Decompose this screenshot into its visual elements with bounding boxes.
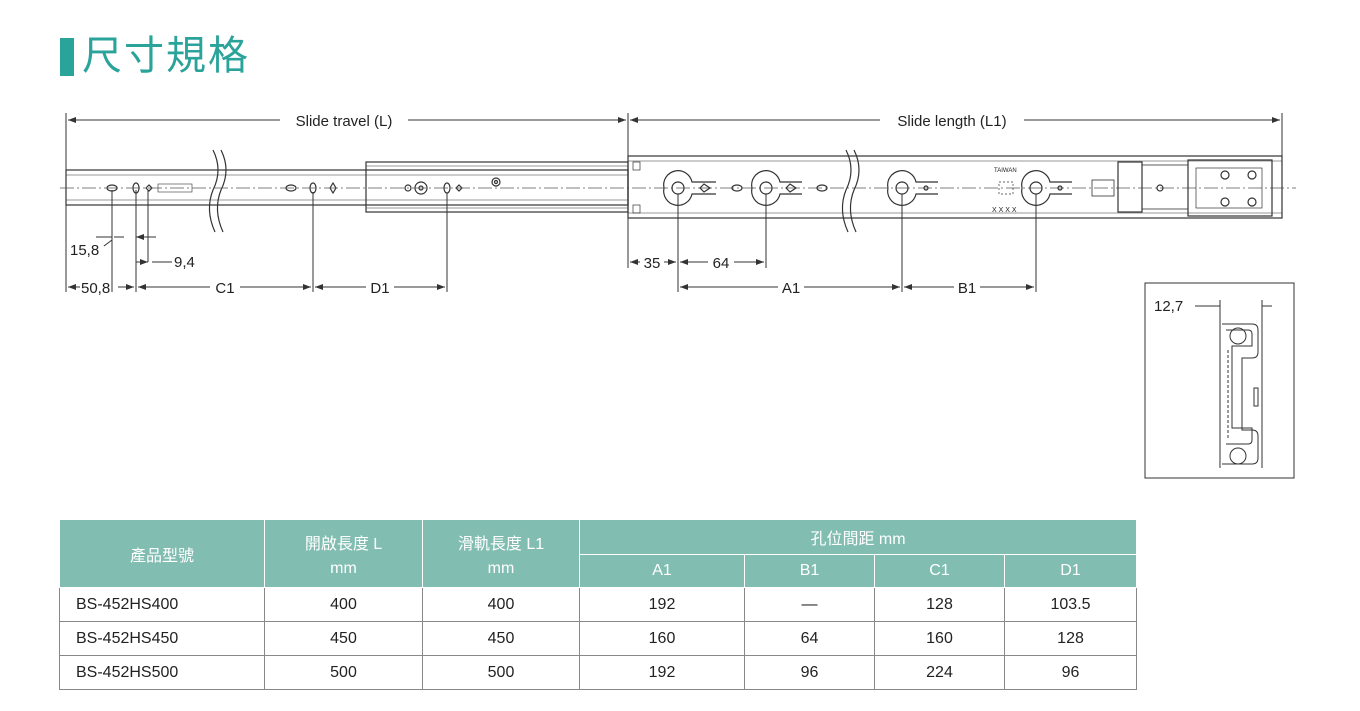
dim-a1: A1 — [782, 280, 800, 297]
slide-travel-dimension — [65, 113, 629, 170]
cell-c1: 160 — [874, 621, 1005, 656]
page-title: 尺寸規格 — [82, 33, 250, 79]
dim-15-8: 15,8 — [70, 242, 99, 259]
dim-b1: B1 — [958, 280, 976, 297]
table-row: BS-452HS500 500 500 192 96 224 96 — [59, 655, 1138, 690]
cell-d1: 96 — [1003, 655, 1138, 690]
dim-35: 35 — [644, 255, 661, 272]
cell-b1: 64 — [744, 621, 875, 656]
slide-travel-label: Slide travel (L) — [296, 113, 393, 130]
header-travel: 開啟長度 L mm — [264, 519, 423, 588]
spec-table: 產品型號 開啟長度 L mm 滑軌長度 L1 mm 孔位間距 mm A1 B1 … — [59, 519, 1138, 690]
header-d1: D1 — [1003, 554, 1138, 588]
cell-a1: 160 — [579, 621, 745, 656]
cell-model: BS-452HS450 — [59, 621, 265, 656]
header-b1: B1 — [744, 554, 875, 588]
cell-travel: 400 — [264, 587, 423, 622]
header-length: 滑軌長度 L1 mm — [422, 519, 580, 588]
header-holes: 孔位間距 mm — [578, 519, 1138, 555]
header-length-label: 滑軌長度 L1 — [457, 535, 545, 553]
cell-b1: 96 — [744, 655, 875, 690]
cell-c1: 224 — [874, 655, 1005, 690]
cell-travel: 450 — [264, 621, 423, 656]
cell-c1: 128 — [874, 587, 1005, 622]
title-accent-bar — [60, 38, 74, 76]
slide-technical-drawing: Slide travel (L) Slide length (L1) — [60, 113, 1296, 479]
header-a1: A1 — [579, 554, 745, 588]
inner-rail — [65, 149, 629, 233]
cell-d1: 128 — [1003, 621, 1138, 656]
cell-b1: — — [744, 587, 875, 622]
cross-section-view — [1144, 282, 1295, 479]
header-travel-unit: mm — [330, 559, 357, 577]
header-travel-label: 開啟長度 L — [304, 535, 383, 553]
marking-xxxx: X X X X — [992, 207, 1017, 214]
marking-taiwan: TAIWAN — [994, 168, 1017, 174]
dim-9-4: 9,4 — [174, 254, 195, 271]
header-model: 產品型號 — [59, 519, 265, 588]
cell-length: 450 — [422, 621, 580, 656]
dim-d1: D1 — [370, 280, 389, 297]
dim-64: 64 — [713, 255, 730, 272]
cell-travel: 500 — [264, 655, 423, 690]
cell-length: 400 — [422, 587, 580, 622]
cell-length: 500 — [422, 655, 580, 690]
header-c1: C1 — [874, 554, 1005, 588]
outer-rail — [627, 149, 1283, 233]
table-row: BS-452HS450 450 450 160 64 160 128 — [59, 621, 1138, 656]
cell-model: BS-452HS400 — [59, 587, 265, 622]
slide-length-dimension — [630, 113, 1283, 160]
cell-model: BS-452HS500 — [59, 655, 265, 690]
cell-d1: 103.5 — [1003, 587, 1138, 622]
slide-length-label: Slide length (L1) — [897, 113, 1006, 130]
left-dimension-lines — [65, 190, 448, 292]
dim-c1: C1 — [215, 280, 234, 297]
cell-a1: 192 — [579, 587, 745, 622]
table-row: BS-452HS400 400 400 192 — 128 103.5 — [59, 587, 1138, 622]
cell-a1: 192 — [579, 655, 745, 690]
header-length-unit: mm — [487, 559, 515, 577]
dim-50-8: 50,8 — [81, 280, 110, 297]
right-dimension-lines — [627, 194, 1037, 292]
dim-12-7: 12,7 — [1154, 298, 1183, 315]
